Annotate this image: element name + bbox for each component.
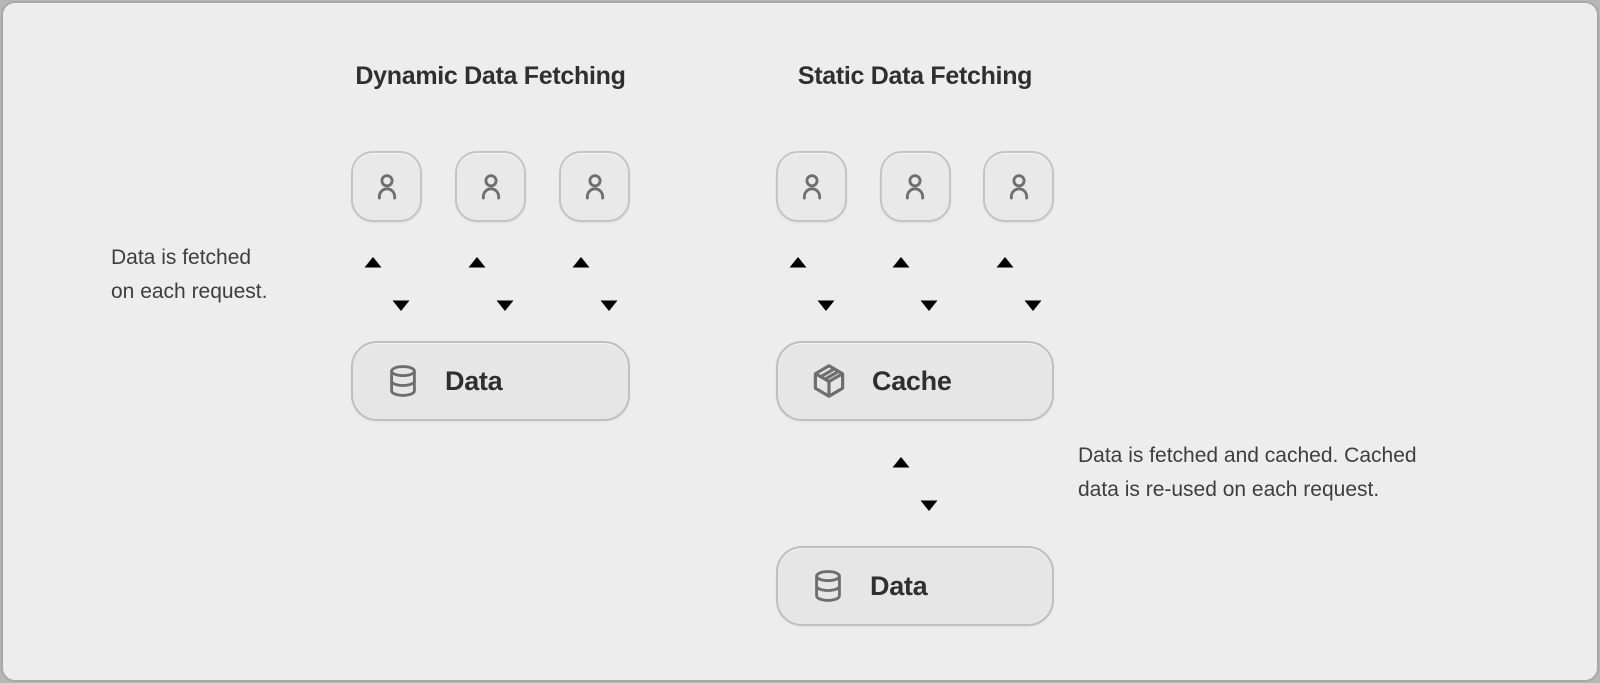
user-icon (481, 173, 500, 199)
up-down-arrows-icon (892, 453, 938, 515)
data-box-label: Data (445, 365, 503, 396)
dynamic-data-box: Data (351, 341, 630, 421)
user-icon (802, 173, 821, 199)
user-card (983, 151, 1054, 222)
package-icon (813, 364, 845, 398)
arrow-pair (880, 251, 951, 317)
static-request-arrows (776, 251, 1054, 317)
data-box-label: Data (870, 570, 928, 601)
static-caption: Data is fetched and cached. Cached data … (1078, 439, 1417, 507)
up-down-arrows-icon (364, 253, 409, 315)
cache-box-label: Cache (872, 365, 952, 396)
user-card (455, 151, 526, 222)
user-icon (585, 173, 604, 199)
arrow-pair (351, 251, 422, 317)
caption-line: Data is fetched and cached. Cached (1078, 444, 1417, 467)
up-down-arrows-icon (572, 253, 617, 315)
user-icon (1009, 173, 1028, 199)
static-users-row (776, 151, 1054, 222)
caption-line: Data is fetched (111, 246, 252, 269)
user-icon (377, 173, 396, 199)
caption-line: on each request. (111, 280, 268, 303)
cache-data-arrows (776, 451, 1054, 517)
user-card (879, 151, 951, 222)
static-title: Static Data Fetching (797, 62, 1033, 90)
up-down-arrows-icon (789, 253, 834, 315)
dynamic-title: Dynamic Data Fetching (355, 62, 626, 90)
database-icon (390, 365, 416, 397)
arrow-pair (776, 251, 847, 317)
user-card (559, 151, 630, 222)
arrow-pair (559, 251, 630, 317)
dynamic-users-row (351, 151, 630, 222)
user-icon (905, 173, 925, 199)
database-icon (815, 570, 841, 602)
user-card (776, 151, 847, 222)
up-down-arrows-icon (468, 253, 513, 315)
caption-line: data is re-used on each request. (1078, 478, 1380, 501)
up-down-arrows-icon (996, 253, 1041, 315)
dynamic-caption: Data is fetched on each request. (111, 241, 267, 309)
cache-box: Cache (776, 341, 1054, 421)
up-down-arrows-icon (892, 253, 938, 315)
dynamic-request-arrows (351, 251, 630, 317)
arrow-pair (983, 251, 1054, 317)
arrow-pair (455, 251, 526, 317)
user-card (351, 151, 422, 222)
static-data-box: Data (776, 546, 1054, 626)
